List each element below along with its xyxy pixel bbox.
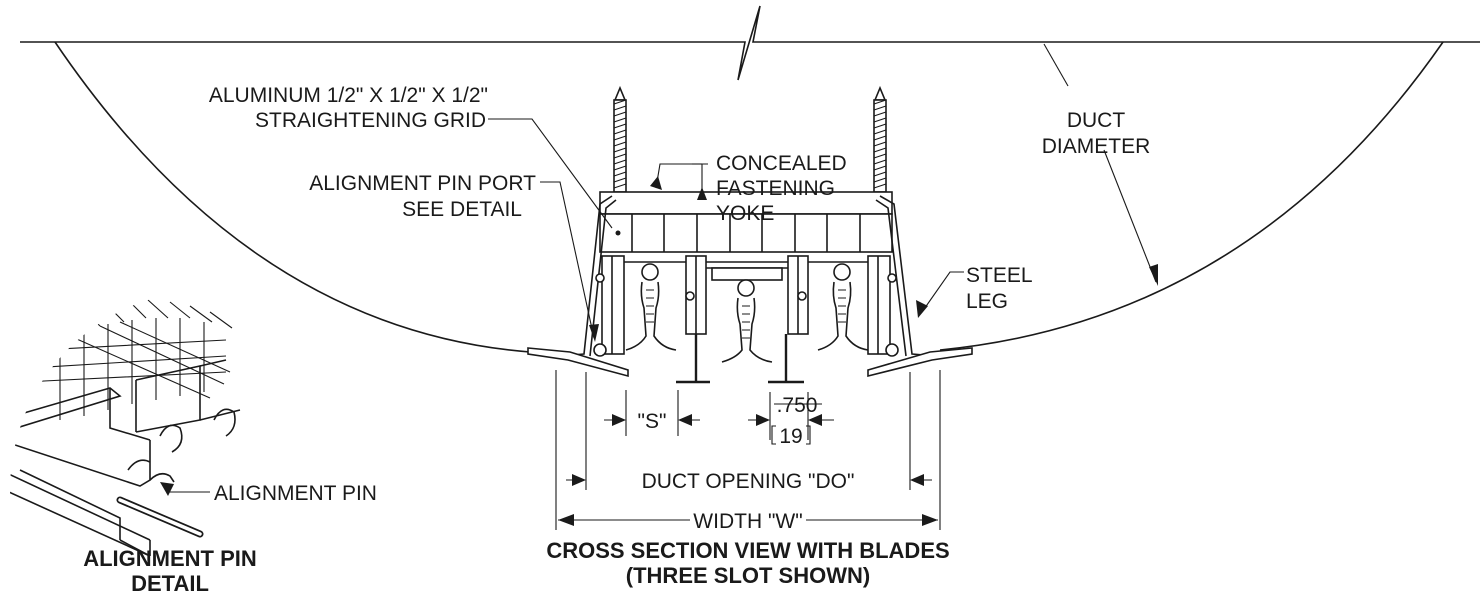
leader-lines — [168, 43, 1158, 493]
bottom-tees — [676, 334, 804, 384]
left-screw — [613, 85, 627, 193]
detail-title-line2: DETAIL — [131, 571, 209, 596]
main-title-line1: CROSS SECTION VIEW WITH BLADES — [546, 538, 949, 563]
pin-label: ALIGNMENT PIN — [214, 482, 377, 505]
blade-center — [721, 279, 773, 363]
right-screw — [873, 85, 887, 193]
main-title-line2: (THREE SLOT SHOWN) — [626, 563, 870, 588]
detail-title-line1: ALIGNMENT PIN — [83, 546, 257, 571]
duct-label-line2: DIAMETER — [1042, 135, 1151, 158]
yoke-label-line3: YOKE — [716, 202, 774, 225]
dimension-lines — [555, 370, 941, 530]
port-label-line1: ALIGNMENT PIN PORT — [309, 172, 536, 195]
leg-label-line2: LEG — [966, 290, 1008, 313]
right-flange — [867, 347, 973, 378]
yoke-label-line1: CONCEALED — [716, 152, 847, 175]
alignment-pin-detail — [10, 299, 241, 557]
width-label: WIDTH "W" — [693, 510, 802, 533]
grid-label-line1: ALUMINUM 1/2" X 1/2" X 1/2" — [209, 84, 488, 107]
duct-label-line1: DUCT — [1067, 109, 1125, 132]
duct-arc-right — [939, 41, 1444, 351]
dimension-mm-label: 19 — [779, 425, 802, 448]
grid-label-line2: STRAIGHTENING GRID — [255, 109, 486, 132]
port-label-line2: SEE DETAIL — [402, 198, 522, 221]
duct-top-break-line — [20, 5, 1480, 81]
straightening-grid — [599, 213, 893, 253]
spacing-label: "S" — [638, 410, 667, 433]
leg-label-line1: STEEL — [966, 264, 1033, 287]
blade-right — [817, 263, 869, 351]
dimension-inches-label: .750 — [777, 394, 818, 417]
blade-left — [625, 263, 677, 351]
yoke-label-line2: FASTENING — [716, 177, 835, 200]
duct-arc-left — [54, 41, 531, 353]
left-flange — [527, 347, 629, 378]
duct-opening-label: DUCT OPENING "DO" — [642, 470, 855, 493]
